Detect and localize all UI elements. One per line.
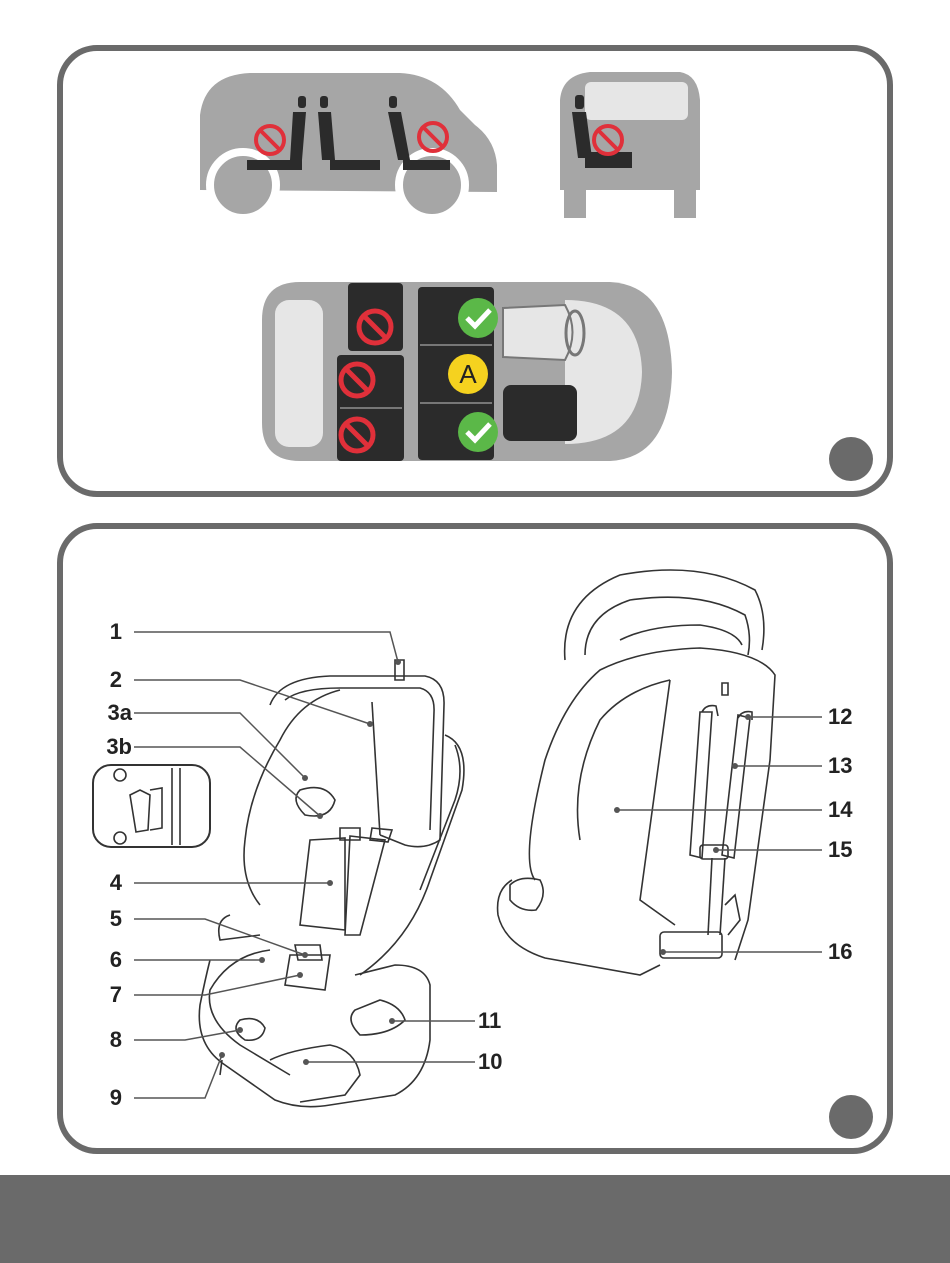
callout-label-2: 2 bbox=[100, 669, 122, 691]
callout-dots bbox=[219, 659, 751, 1065]
callout-label-4: 4 bbox=[100, 872, 122, 894]
callout-label-8: 8 bbox=[100, 1029, 122, 1051]
buckle-detail-inset bbox=[93, 765, 210, 847]
callout-label-13: 13 bbox=[828, 755, 852, 777]
callout-label-1: 1 bbox=[100, 621, 122, 643]
callout-label-3a: 3a bbox=[92, 702, 132, 724]
callout-label-5: 5 bbox=[100, 908, 122, 930]
callout-label-14: 14 bbox=[828, 799, 852, 821]
callout-label-9: 9 bbox=[100, 1087, 122, 1109]
callout-label-10: 10 bbox=[478, 1051, 502, 1073]
callout-label-11: 11 bbox=[478, 1010, 501, 1032]
callout-label-6: 6 bbox=[100, 949, 122, 971]
callout-label-15: 15 bbox=[828, 839, 852, 861]
callout-label-7: 7 bbox=[100, 984, 122, 1006]
callout-label-3b: 3b bbox=[92, 736, 132, 758]
footer-bar bbox=[0, 1175, 950, 1263]
rear-view-car-seat bbox=[498, 570, 775, 975]
callout-label-12: 12 bbox=[828, 706, 852, 728]
car-seat-parts-illustration bbox=[0, 0, 950, 1170]
callout-label-16: 16 bbox=[828, 941, 852, 963]
